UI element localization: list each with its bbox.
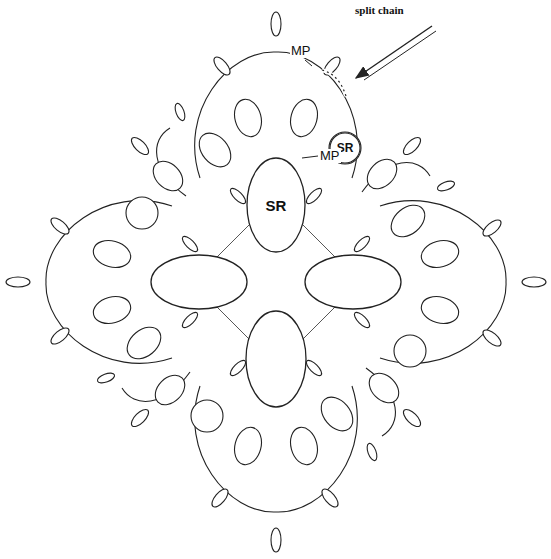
ring-label: SR	[266, 197, 287, 214]
center-ring: SR	[246, 157, 306, 253]
picot-label: MP	[290, 44, 312, 58]
picot-label: MP	[319, 149, 341, 163]
callout-note: split chain	[354, 4, 405, 16]
